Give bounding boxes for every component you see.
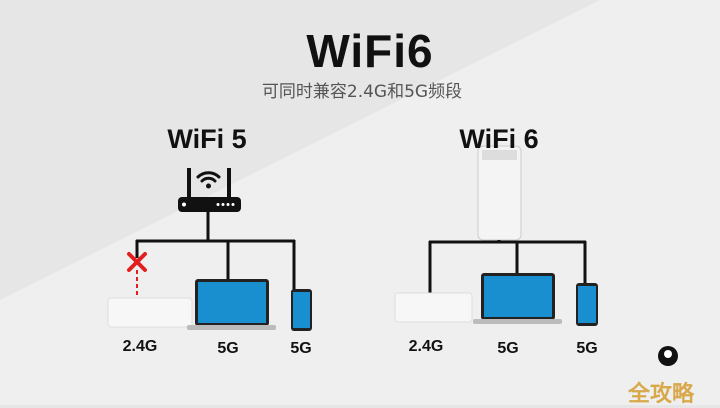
device-label: 2.4G xyxy=(122,338,158,355)
device-label: 5G xyxy=(497,340,519,357)
watermark: 全攻略 xyxy=(628,382,695,407)
phone-icon xyxy=(291,289,312,331)
laptop-icon xyxy=(473,273,562,324)
subtitle: 可同时兼容2.4G和5G频段 xyxy=(261,82,463,102)
device-label: 5G xyxy=(217,340,239,357)
wifi6-heading: WiFi 6 xyxy=(459,124,539,154)
mesh-router-icon xyxy=(477,145,522,241)
iot-device xyxy=(394,292,473,323)
right-connection-lines xyxy=(428,240,587,294)
device-label: 2.4G xyxy=(408,338,444,355)
laptop-icon xyxy=(187,279,276,330)
blocked-x-icon xyxy=(127,252,147,272)
device-label: 5G xyxy=(576,340,598,357)
watermark-logo-icon xyxy=(658,346,678,366)
left-connection-lines xyxy=(135,212,296,290)
wifi5-heading: WiFi 5 xyxy=(167,124,247,154)
device-label: 5G xyxy=(290,340,312,357)
router-icon xyxy=(178,168,241,212)
phone-icon xyxy=(576,283,598,326)
iot-device xyxy=(107,297,193,328)
page-title: WiFi6 xyxy=(306,25,434,77)
